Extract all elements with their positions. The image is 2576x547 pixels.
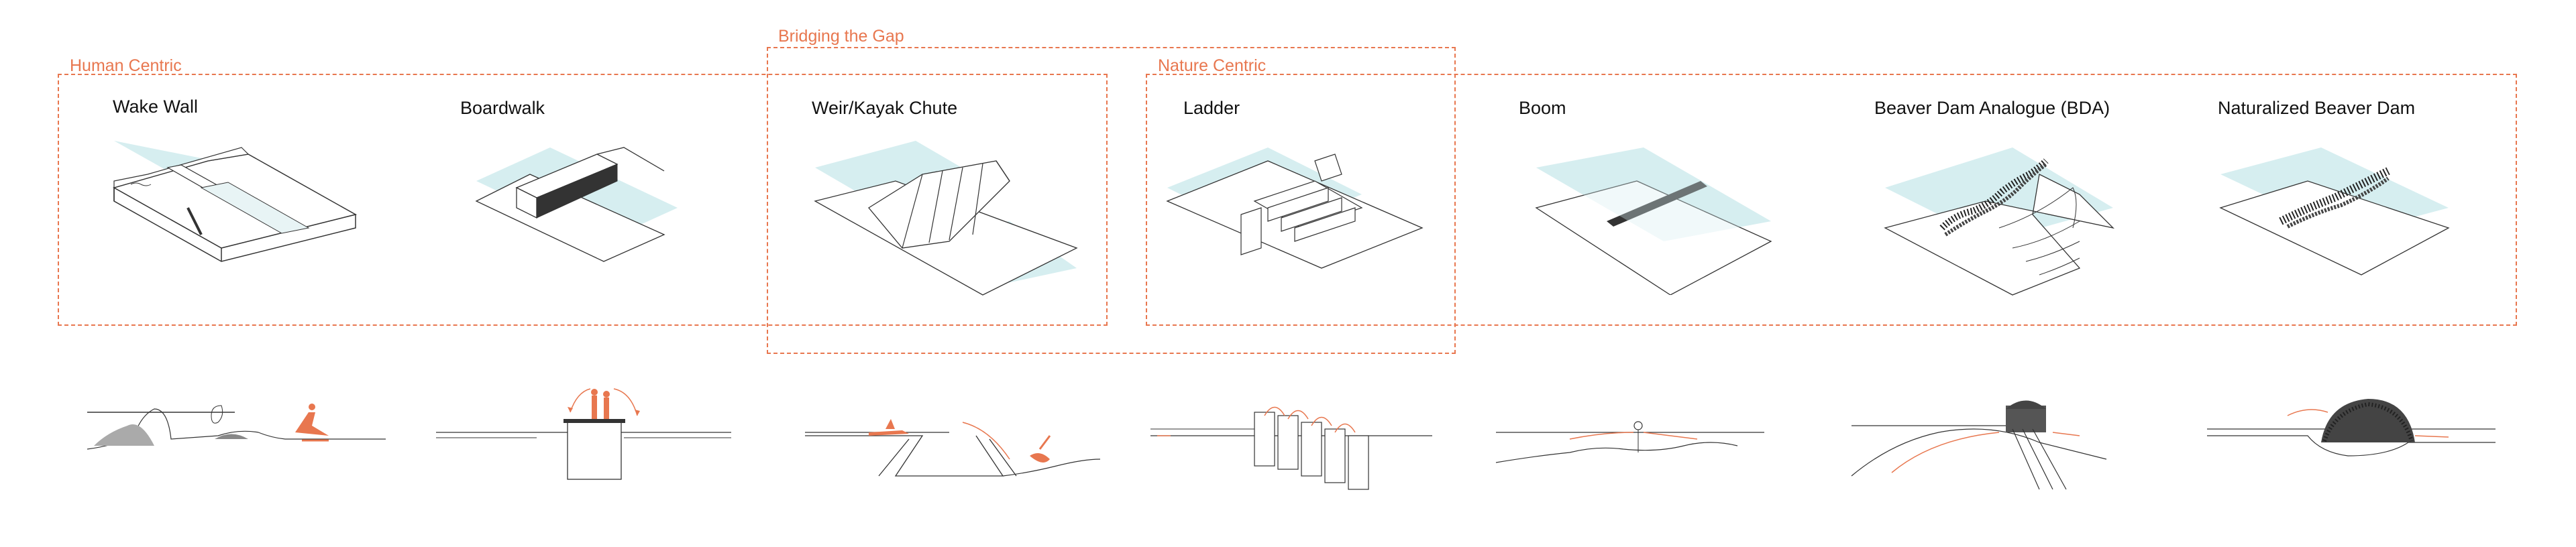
naturalized-beaver-dam-section	[2207, 399, 2496, 457]
human-centric-label: Human Centric	[70, 56, 182, 75]
boardwalk-section	[436, 388, 731, 480]
bridging-gap-frame	[767, 47, 1456, 354]
boom-section	[1495, 421, 1764, 463]
bda-section	[1851, 400, 2107, 490]
panel-title-boom: Boom	[1519, 98, 1566, 118]
nature-centric-label: Nature Centric	[1158, 56, 1267, 75]
panel-title-naturalized-beaver-dam: Naturalized Beaver Dam	[2218, 98, 2416, 118]
panel-title-ladder: Ladder	[1183, 98, 1240, 118]
panel-title-bda: Beaver Dam Analogue (BDA)	[1874, 98, 2110, 118]
panel-title-weir-kayak-chute: Weir/Kayak Chute	[812, 98, 958, 118]
bda-illustration	[1884, 147, 2115, 296]
ladder-section	[1150, 406, 1432, 490]
human-centric-frame	[58, 74, 1108, 326]
boardwalk-illustration	[475, 147, 678, 262]
panel-title-wake-wall: Wake Wall	[113, 97, 199, 117]
weir-kayak-chute-illustration	[814, 141, 1078, 296]
ladder-illustration	[1166, 147, 1424, 269]
panel-title-boardwalk: Boardwalk	[460, 98, 545, 118]
bridging-gap-label: Bridging the Gap	[778, 27, 904, 46]
boom-illustration	[1535, 147, 1772, 295]
naturalized-beaver-dam-illustration	[2219, 147, 2450, 276]
nature-centric-frame	[1146, 74, 2517, 326]
wake-wall-illustration	[113, 141, 358, 262]
weir-kayak-chute-section	[805, 419, 1101, 477]
wake-wall-section	[87, 404, 386, 450]
